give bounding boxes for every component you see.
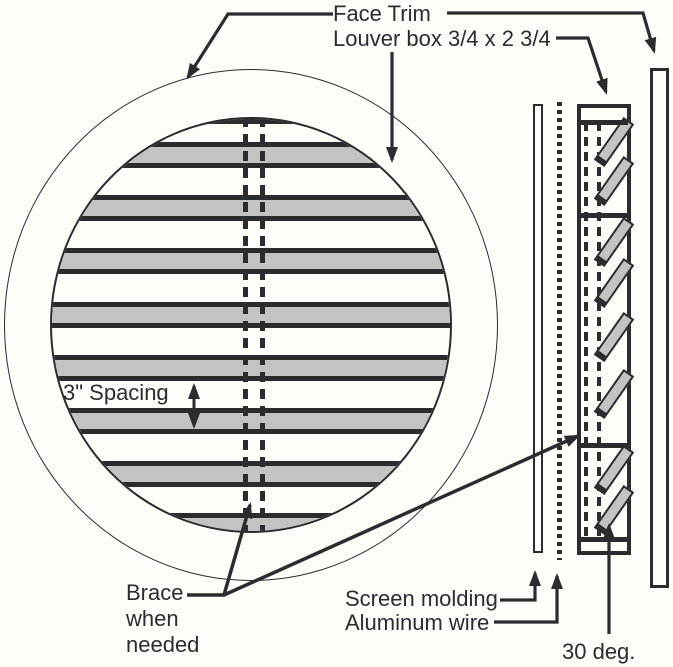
louver-opening-circle — [50, 117, 452, 533]
top-louver-edge — [52, 119, 450, 124]
brace-dashed-line — [260, 119, 265, 531]
leader-screen-molding — [500, 570, 541, 602]
brace-label-line2: when — [126, 606, 179, 631]
brace-label-line1: Brace — [126, 580, 184, 605]
brace-label-line3: needed — [126, 632, 200, 657]
box-brace-divider — [580, 537, 628, 542]
louver-slat-front — [52, 408, 450, 434]
screen-molding-strip — [533, 104, 543, 553]
spacing-label: 3" Spacing — [63, 380, 169, 405]
screen-molding-label: Screen molding — [345, 586, 498, 611]
aluminum-wire-label: Aluminum wire — [345, 610, 490, 635]
brace-dashed-line — [243, 119, 248, 531]
box-brace-divider — [580, 213, 628, 218]
louver-slat-front — [52, 195, 450, 221]
louver-slat-front — [52, 142, 450, 168]
box-dashed-line — [597, 122, 601, 537]
louver-box-label: Louver box 3/4 x 2 3/4 — [333, 26, 551, 51]
face-trim-strip-side — [650, 68, 669, 588]
louver-slat-front — [52, 355, 450, 381]
face-trim-label: Face Trim — [333, 1, 431, 26]
louver-box-section — [577, 104, 635, 555]
angle-label: 30 deg. — [562, 639, 636, 664]
box-brace-divider — [580, 443, 628, 448]
box-dashed-line — [584, 122, 588, 537]
leader-aluminum-wire — [494, 573, 563, 624]
box-brace-divider — [580, 120, 628, 125]
louver-slat-front — [52, 461, 450, 487]
leader-face-trim-to-ring — [186, 12, 333, 80]
louver-slat-front — [52, 248, 450, 274]
louver-slat-front — [52, 513, 450, 531]
aluminum-wire-dotted-line — [556, 102, 562, 560]
louver-slat-front — [52, 302, 450, 328]
leader-louver-box-to-section — [556, 36, 608, 95]
